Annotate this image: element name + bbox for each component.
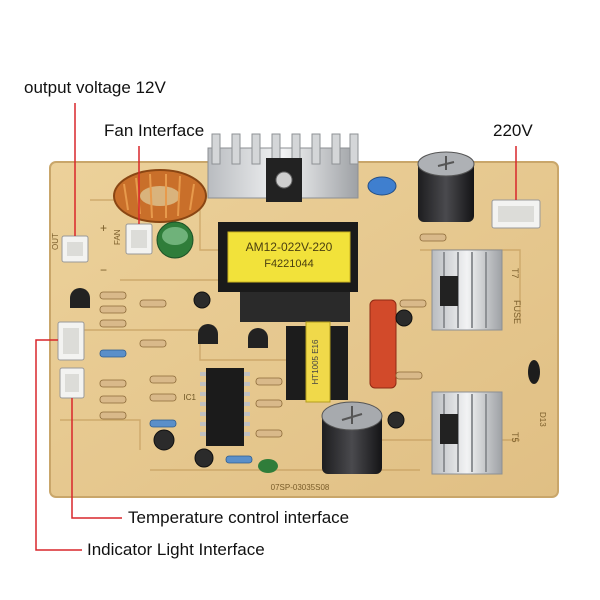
label-fan-interface: Fan Interface: [104, 121, 205, 140]
green-capacitor: [156, 221, 194, 259]
silk-fuse: FUSE: [512, 300, 522, 324]
connector-output: [61, 235, 89, 263]
label-220v: 220V: [493, 121, 533, 140]
silk-bottom-code: 07SP-03035S08: [271, 483, 330, 492]
right-heatsink-upper: [431, 249, 503, 331]
label-output-voltage: output voltage 12V: [24, 78, 166, 97]
silk-minus: −: [100, 263, 107, 277]
transformer-print-2: F4221044: [264, 258, 314, 270]
top-heatsink: [207, 133, 359, 202]
label-temperature-control: Temperature control interface: [128, 508, 350, 527]
small-components: [70, 288, 540, 473]
large-capacitor-bottom: [321, 401, 383, 474]
transformer: AM12-022V-220 F4221044: [218, 222, 358, 322]
connector-fan: [125, 223, 153, 255]
transformer-print-1: AM12-022V-220: [246, 240, 333, 254]
silk-plus: +: [100, 221, 107, 235]
connector-mains: [491, 199, 541, 229]
silk-out: OUT: [51, 233, 60, 250]
silkscreen-labels: OUT FAN + − FUSE T7 T5 D13 07SP-03035S08: [51, 221, 547, 492]
resistor-array: [99, 233, 447, 464]
ic-print: IC1: [184, 393, 197, 402]
silk-t7: T7: [510, 268, 520, 279]
connector-temperature: [59, 367, 85, 399]
label-indicator-light: Indicator Light Interface: [87, 540, 265, 559]
silk-d13: D13: [538, 412, 547, 427]
callout-lines: [35, 103, 517, 551]
blue-capacitor: [367, 176, 397, 196]
toroid-inductor: [113, 169, 207, 223]
inductor-print: HT1005 E16: [311, 339, 320, 384]
ic-chip: IC1: [184, 368, 250, 446]
ferrite-inductor: HT1005 E16: [286, 321, 348, 403]
right-heatsink-lower: [431, 391, 503, 475]
red-film-capacitor: [369, 299, 397, 389]
silk-t5: T5: [510, 432, 520, 443]
connector-indicator: [57, 321, 85, 361]
large-capacitor-top: [417, 151, 475, 222]
silk-fan: FAN: [113, 229, 122, 245]
